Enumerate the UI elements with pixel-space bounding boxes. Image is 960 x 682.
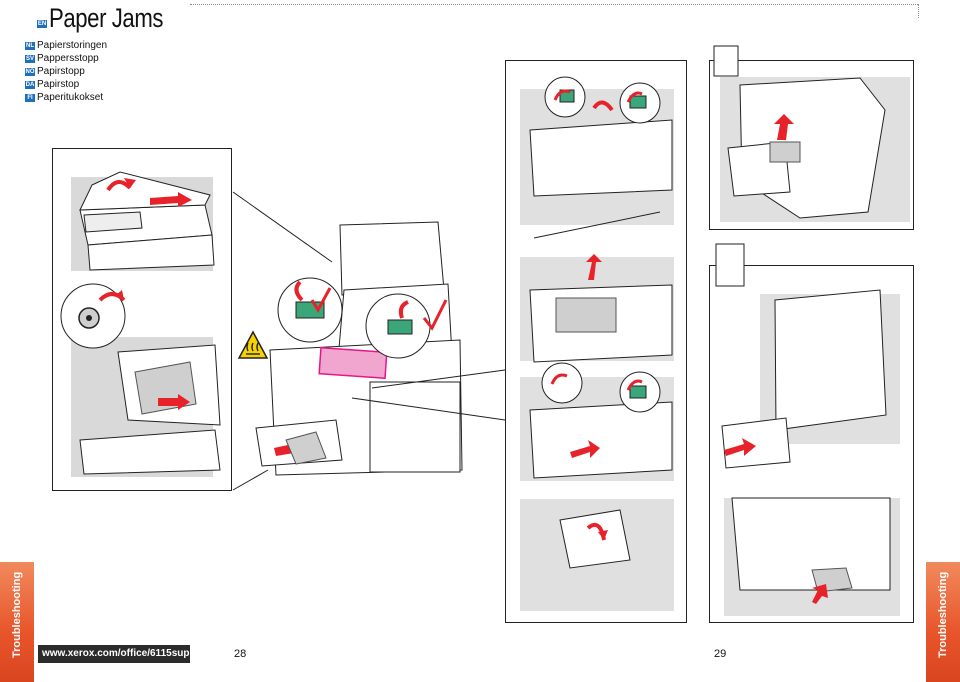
side-tab-right-label: Troubleshooting <box>937 571 949 658</box>
translation-fi: Paperitukokset <box>37 92 104 103</box>
fuser-jam-panel <box>505 60 687 623</box>
header-rule-end <box>918 4 919 18</box>
adf-photo <box>71 177 213 271</box>
page-number-left: 28 <box>234 648 247 660</box>
tray-photo-1 <box>760 294 900 444</box>
tray-photo-2 <box>724 498 900 616</box>
duplex-jam-panel <box>709 60 914 230</box>
side-tab-left-label: Troubleshooting <box>11 571 23 658</box>
lang-badge-no: NO <box>25 68 35 76</box>
translation-da: Papirstop <box>37 79 80 90</box>
lang-badge-en: EN <box>37 20 47 28</box>
adf-jam-panel <box>52 148 232 491</box>
lang-badge-sv: SV <box>25 55 35 63</box>
scanner-glass-photo <box>71 337 213 477</box>
lang-badge-fi: FI <box>25 94 35 102</box>
support-url[interactable]: www.xerox.com/office/6115support <box>38 645 209 663</box>
side-tab-left: Troubleshooting <box>0 562 34 682</box>
translation-no: Papirstopp <box>37 66 85 77</box>
hot-surface-warning-icon <box>237 330 269 359</box>
fuser-photo-1 <box>520 89 674 225</box>
lang-badge-nl: NL <box>25 42 35 50</box>
fuser-photo-3 <box>520 377 674 481</box>
duplex-photo <box>720 77 910 222</box>
fuser-photo-2 <box>520 257 674 361</box>
lang-badge-da: DA <box>25 81 35 89</box>
translation-sv: Pappersstopp <box>37 53 99 64</box>
page-title: Paper Jams <box>49 3 164 33</box>
header-rule <box>190 4 918 5</box>
page-number-right: 29 <box>714 648 727 660</box>
side-tab-right: Troubleshooting <box>926 562 960 682</box>
translation-nl: Papierstoringen <box>37 40 108 51</box>
tray-jam-panel <box>709 265 914 623</box>
fuser-photo-4 <box>520 499 674 611</box>
